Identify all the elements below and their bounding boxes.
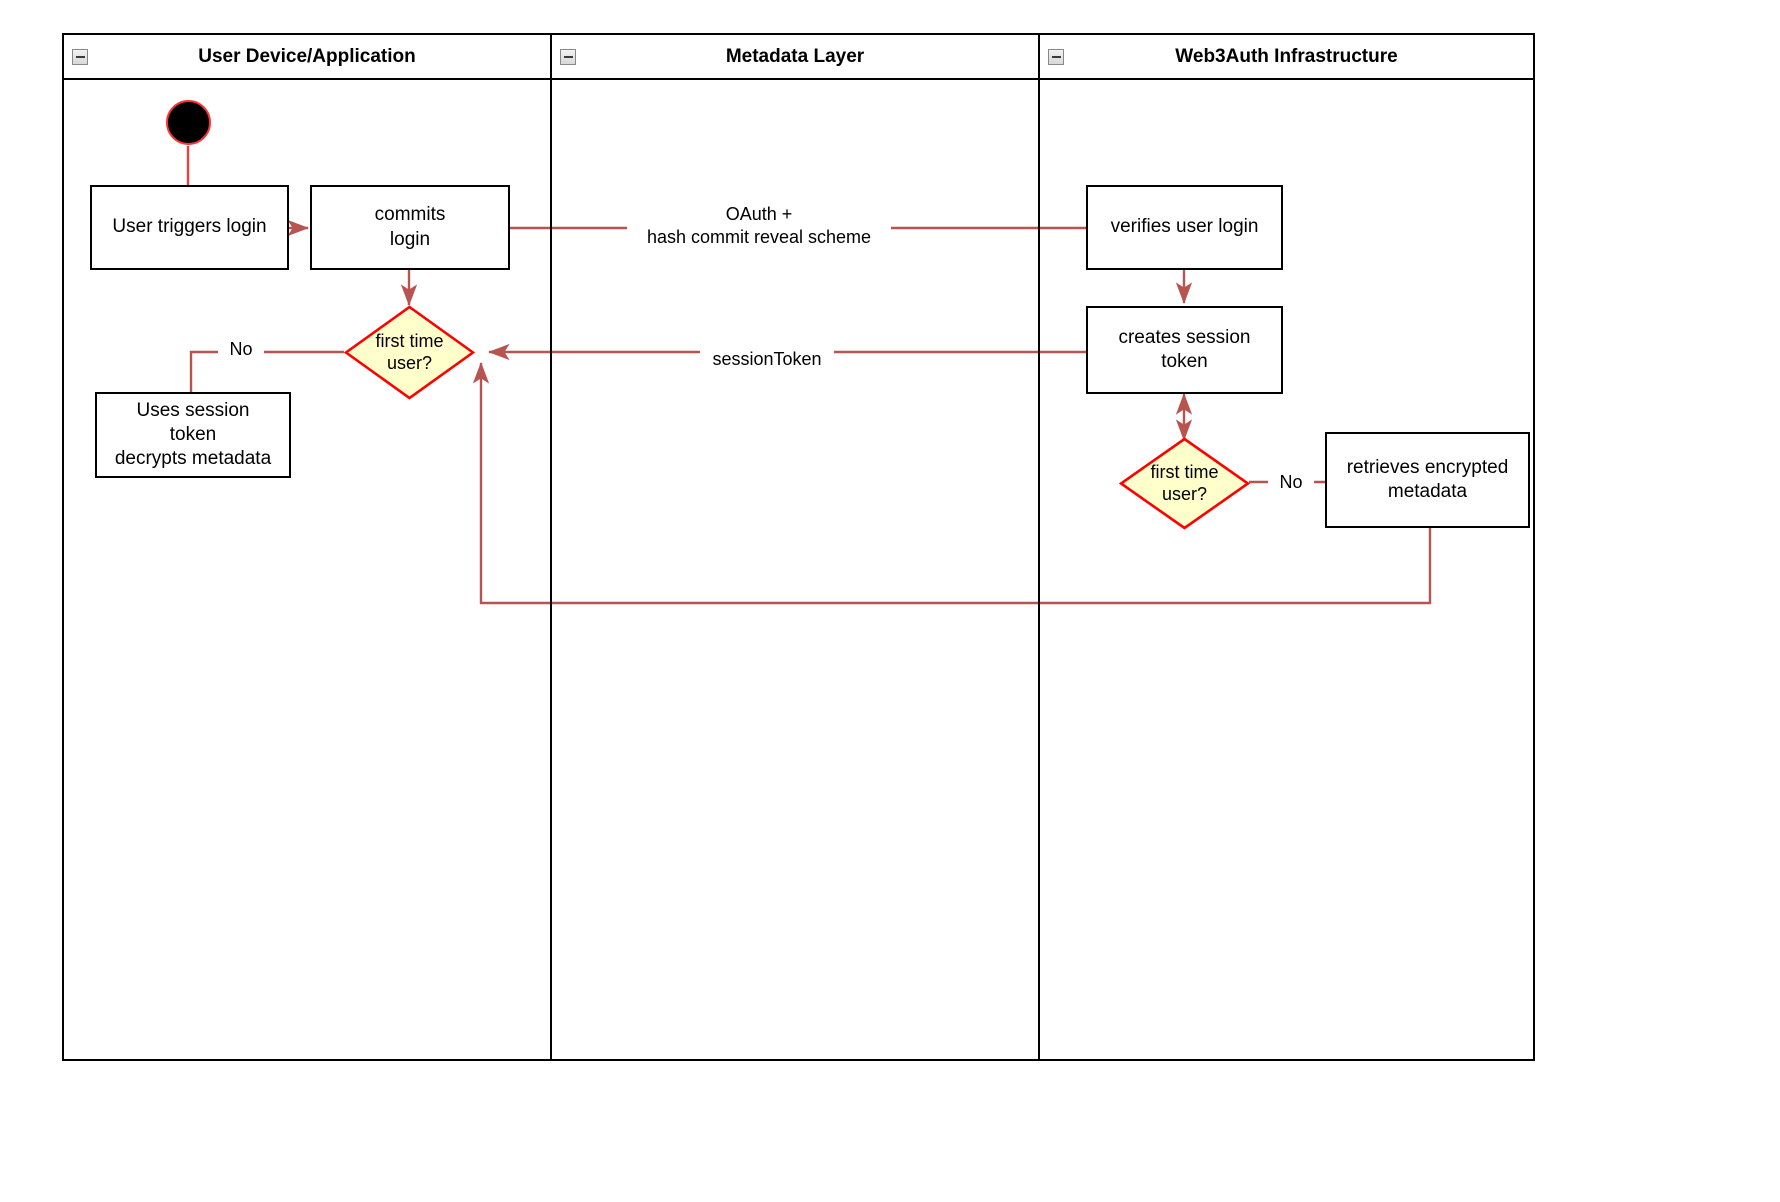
- collapse-minus-icon[interactable]: [560, 48, 576, 65]
- edge-label-no-right: No: [1268, 471, 1314, 495]
- decision-first-time-user-left[interactable]: first time user?: [344, 305, 475, 400]
- activity-commits-login[interactable]: commits login: [310, 185, 510, 270]
- lane-title-user-device: User Device/Application: [198, 45, 416, 67]
- edge-label-oauth: OAuth + hash commit reveal scheme: [627, 203, 891, 250]
- lane-title-web3auth: Web3Auth Infrastructure: [1175, 45, 1398, 67]
- swimlane-pool: User Device/Application Metadata Layer W…: [62, 33, 1535, 1061]
- edge-label-session-token: sessionToken: [700, 348, 834, 372]
- activity-uses-session-token[interactable]: Uses session token decrypts metadata: [95, 392, 291, 478]
- lane-header-web3auth: Web3Auth Infrastructure: [1040, 35, 1533, 80]
- lane-user-device[interactable]: User Device/Application: [62, 33, 552, 1061]
- lane-header-metadata: Metadata Layer: [552, 35, 1038, 80]
- edge-label-no-left: No: [218, 338, 264, 362]
- lane-web3auth[interactable]: Web3Auth Infrastructure: [1038, 33, 1535, 1061]
- decision-label-right: first time user?: [1150, 461, 1219, 504]
- collapse-minus-icon[interactable]: [1048, 48, 1064, 65]
- lane-title-metadata: Metadata Layer: [725, 45, 865, 67]
- lane-metadata[interactable]: Metadata Layer: [550, 33, 1040, 1061]
- activity-retrieves-encrypted-metadata[interactable]: retrieves encrypted metadata: [1325, 432, 1530, 528]
- activity-user-triggers-login[interactable]: User triggers login: [90, 185, 289, 270]
- decision-first-time-user-right[interactable]: first time user?: [1119, 437, 1250, 530]
- activity-verifies-user-login[interactable]: verifies user login: [1086, 185, 1283, 270]
- initial-node[interactable]: [166, 100, 211, 145]
- lane-header-user-device: User Device/Application: [64, 35, 550, 80]
- collapse-minus-icon[interactable]: [72, 48, 88, 65]
- decision-label-left: first time user?: [375, 330, 444, 373]
- activity-creates-session-token[interactable]: creates session token: [1086, 306, 1283, 394]
